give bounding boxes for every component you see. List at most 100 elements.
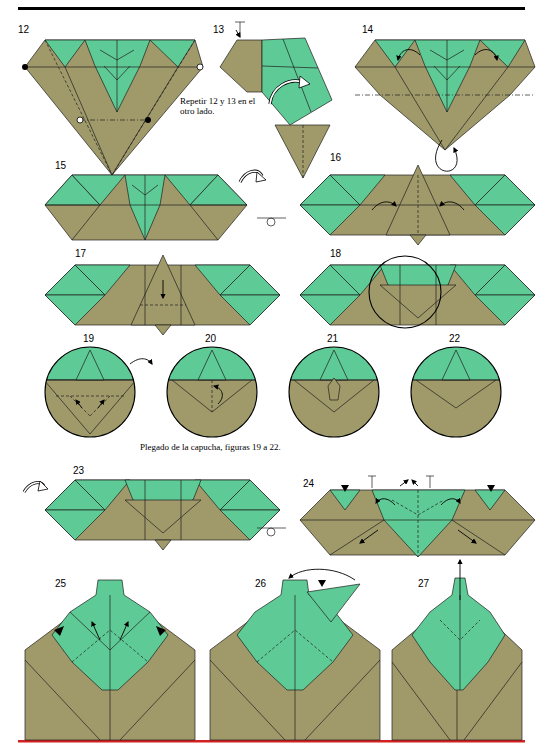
fold-step-figure [52, 580, 168, 690]
step-number: 14 [362, 24, 373, 35]
fold-step-figure [72, 175, 125, 205]
fold-arrow [426, 476, 434, 477]
fold-step-figure [45, 175, 247, 240]
fold-step-figure [236, 30, 240, 37]
fold-step-figure [300, 165, 535, 245]
fold-step-figure [355, 40, 535, 150]
turn-over-arrow [38, 481, 48, 491]
fold-step-figure [458, 530, 476, 543]
fold-step-figure [289, 569, 355, 580]
fold-step-figure [145, 175, 146, 240]
fold-step-figure [163, 280, 164, 298]
detail-circle [167, 347, 257, 437]
fold-step-figure [25, 660, 100, 740]
fold-step-figure [300, 295, 360, 325]
fold-step-figure [398, 50, 420, 60]
fold-step-figure [300, 490, 535, 557]
fold-step-figure [330, 175, 385, 205]
fold-step-figure [410, 235, 426, 245]
fold-step-figure [45, 205, 247, 206]
step-number: 21 [327, 333, 338, 344]
fold-step-figure [418, 490, 419, 557]
fold-step-figure [283, 39, 311, 112]
fold-step-figure [220, 295, 280, 325]
detail-circle [166, 346, 258, 438]
page-rule [18, 740, 525, 743]
fold-arrow [372, 476, 373, 488]
fold-step-figure [303, 125, 304, 178]
fold-step-figure [392, 560, 522, 740]
fold-step-figure [267, 218, 275, 226]
fold-step-figure [415, 40, 480, 112]
fold-step-figure [256, 172, 266, 182]
step-number: 12 [18, 24, 29, 35]
step-number: 22 [449, 333, 460, 344]
fold-step-figure [457, 690, 458, 740]
detail-circle [44, 346, 136, 438]
fold-step-figure [45, 255, 280, 335]
step-number: 15 [55, 160, 66, 171]
fold-step-figure [418, 175, 419, 235]
fold-step-figure [441, 499, 460, 505]
detail-circle [98, 400, 104, 408]
detail-circle [166, 346, 258, 438]
fold-step-figure [45, 40, 85, 67]
fold-arrow [400, 480, 408, 486]
fold-step-figure [190, 205, 218, 240]
fold-step-figure [262, 38, 332, 125]
fold-step-figure [125, 500, 201, 533]
step-number: 23 [73, 465, 84, 476]
fold-step-figure [330, 490, 360, 510]
detail-circle [442, 350, 470, 380]
turn-over-arrow [267, 528, 275, 536]
fold-step-figure [300, 265, 535, 325]
fold-step-figure [45, 40, 112, 175]
fold-step-figure [25, 40, 203, 175]
fold-step-figure [300, 256, 535, 328]
fold-step-figure [400, 265, 401, 325]
fold-step-figure [45, 171, 286, 240]
fold-step-figure [395, 67, 445, 150]
detail-circle [172, 380, 252, 412]
fold-step-figure [235, 22, 245, 23]
detail-circle [288, 346, 380, 438]
fold-step-figure [412, 578, 505, 690]
fold-step-figure [295, 595, 296, 690]
fold-step-figure [460, 560, 461, 600]
fold-step-figure [92, 622, 100, 640]
detail-circle [44, 380, 136, 438]
step-number: 19 [83, 333, 94, 344]
fold-step-figure [475, 490, 505, 510]
step-number: 26 [255, 578, 266, 589]
fold-step-figure [155, 540, 171, 550]
fold-step-figure [452, 520, 505, 555]
fold-step-figure [120, 622, 128, 640]
fold-step-figure [460, 595, 461, 690]
detail-circle [288, 346, 380, 438]
detail-circle [45, 347, 135, 437]
fold-step-figure [145, 117, 151, 123]
fold-step-figure [262, 66, 318, 68]
detail-circle [410, 380, 502, 438]
fold-step-figure [195, 480, 250, 510]
fold-step-figure [480, 40, 525, 67]
detail-circle [166, 346, 258, 438]
fold-step-figure [54, 626, 64, 636]
fold-step-figure [110, 595, 111, 690]
fold-step-figure [210, 569, 380, 740]
fold-step-figure [150, 40, 195, 67]
detail-circle [288, 346, 380, 438]
fold-arrow [430, 476, 431, 488]
step-number: 20 [205, 333, 216, 344]
fold-step-figure [195, 265, 250, 295]
fold-step-figure [475, 50, 497, 60]
fold-step-figure [270, 81, 302, 104]
detail-circle [212, 380, 213, 412]
detail-circle [410, 346, 502, 438]
fold-step-figure [181, 480, 182, 540]
fold-step-figure [72, 630, 148, 662]
step-number: 13 [213, 24, 224, 35]
fold-step-figure [131, 255, 195, 325]
fold-step-figure [270, 81, 302, 104]
detail-circle [166, 380, 258, 438]
